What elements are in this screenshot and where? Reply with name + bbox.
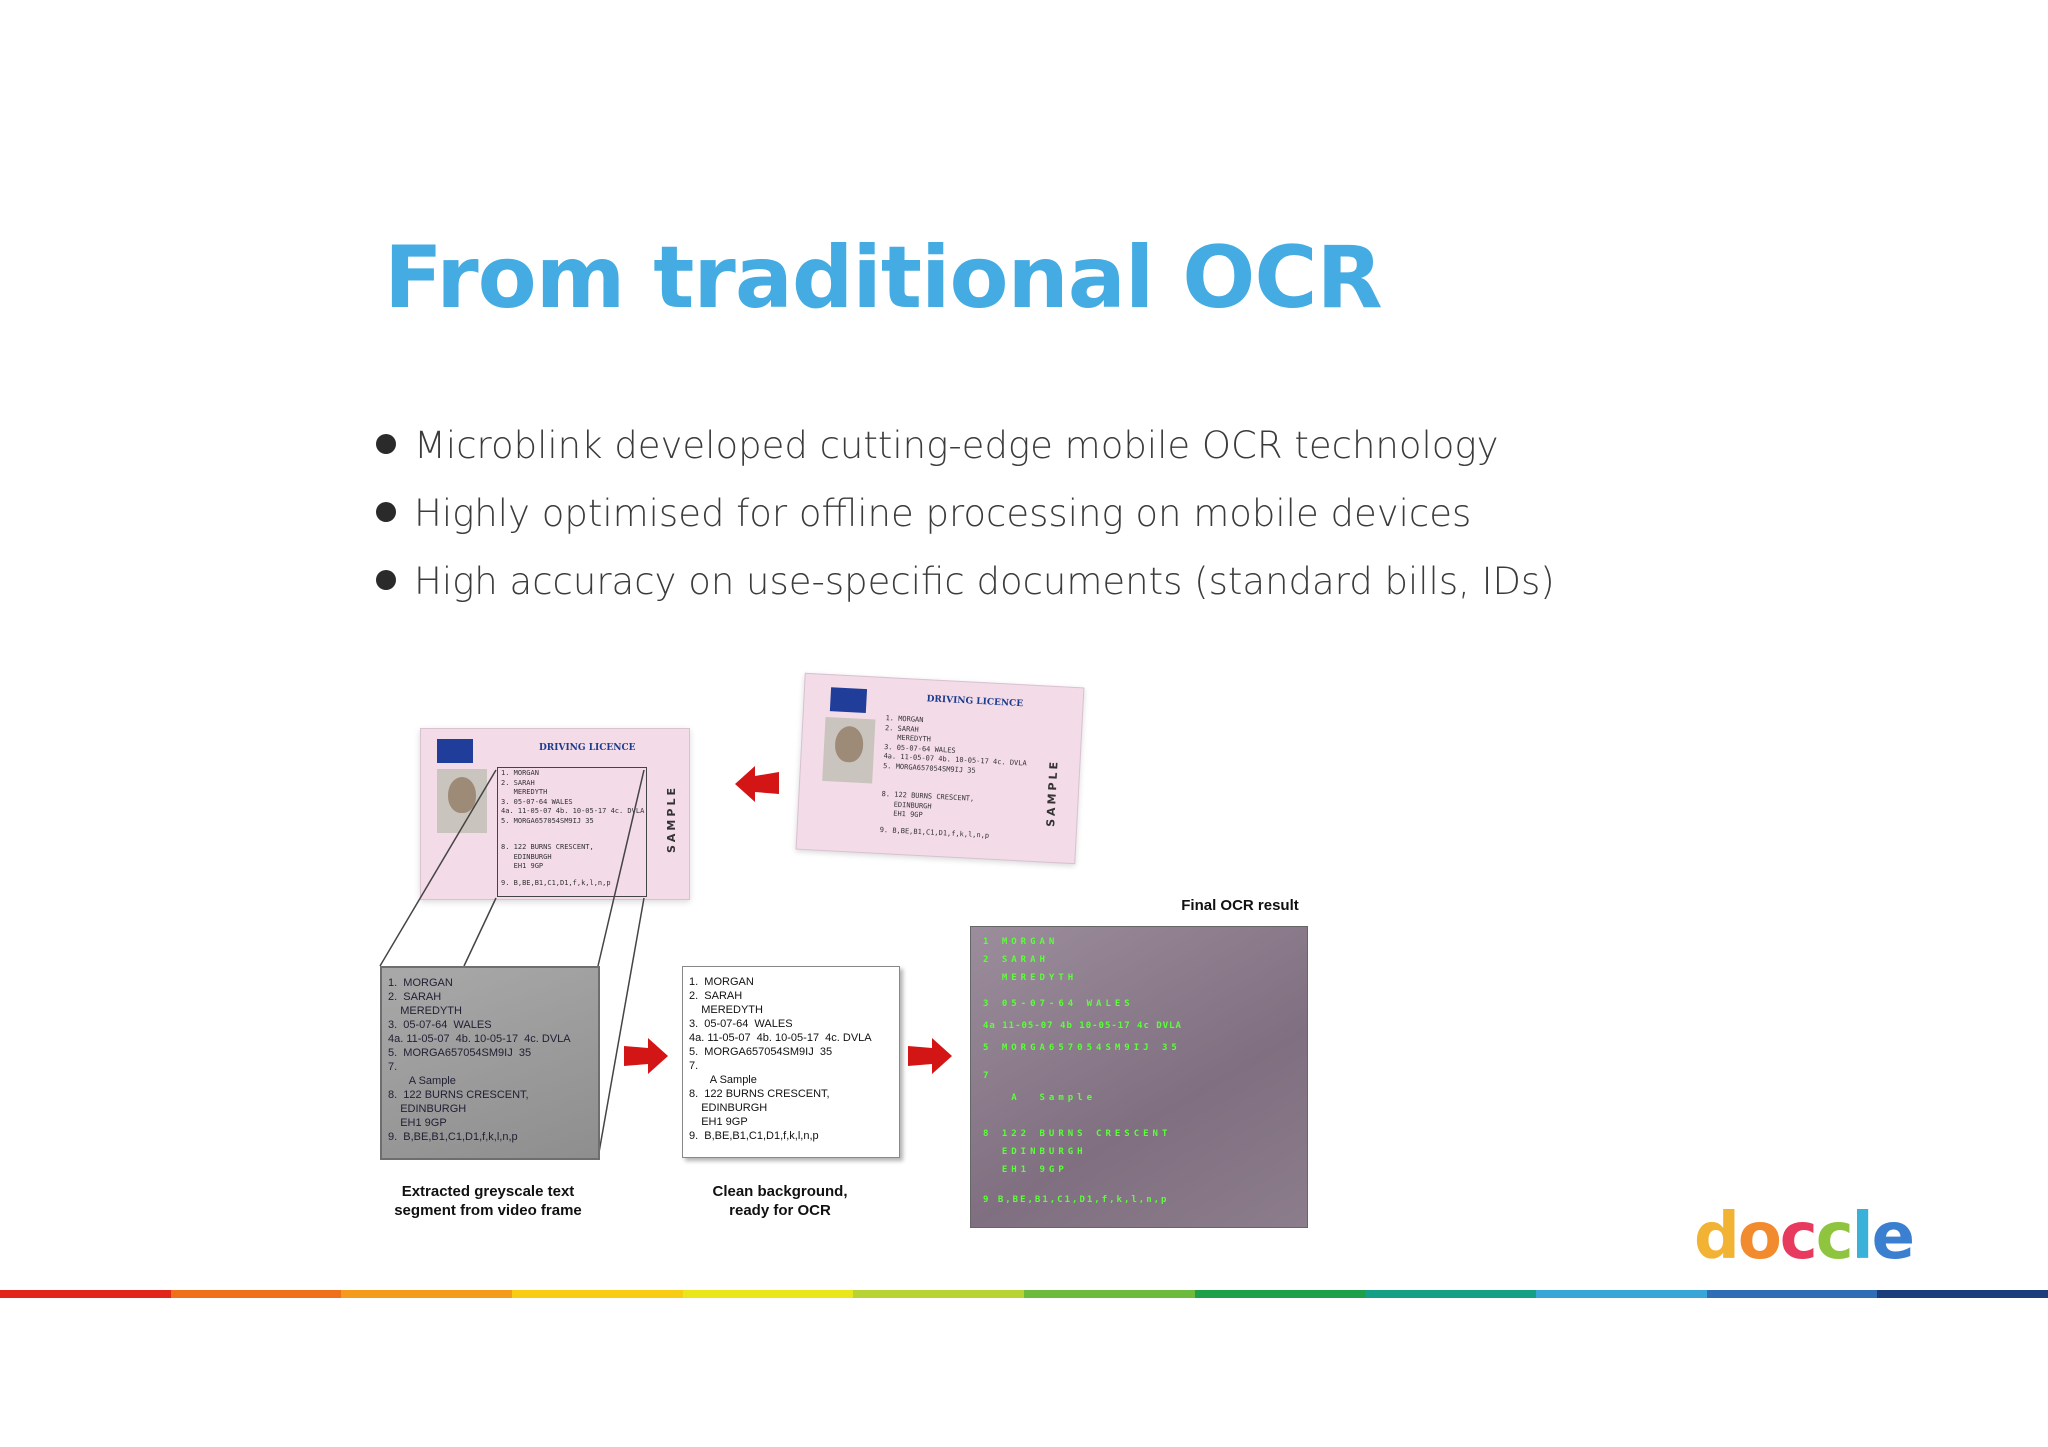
footer-color-bar <box>0 1290 2048 1298</box>
bullet-item: Microblink developed cutting-edge mobile… <box>376 420 1555 488</box>
ocr-row: 1 MORGAN <box>983 937 1058 947</box>
slide-title: From traditional OCR <box>384 228 1382 328</box>
logo-letter: o <box>1738 1200 1780 1274</box>
logo-letter: d <box>1694 1200 1738 1274</box>
logo-letter: e <box>1872 1200 1913 1274</box>
footer-bar-segment <box>853 1290 1024 1298</box>
footer-bar-segment <box>171 1290 342 1298</box>
segment-text: 1. MORGAN 2. SARAH MEREDYTH 3. 05-07-64 … <box>689 975 872 1143</box>
card-categories: 9. B,BE,B1,C1,D1,f,k,l,n,p <box>879 826 989 841</box>
ocr-row: A Sample <box>983 1093 1096 1103</box>
ocr-row: 3 05-07-64 WALES <box>983 999 1134 1009</box>
ocr-row: MEREDYTH <box>983 973 1077 983</box>
footer-bar-segment <box>1707 1290 1878 1298</box>
ocr-row: EDINBURGH <box>983 1147 1087 1157</box>
face-icon <box>834 726 864 763</box>
footer-bar-segment <box>1024 1290 1195 1298</box>
card-title: DRIVING LICENCE <box>539 743 636 753</box>
caption-final-ocr: Final OCR result <box>1150 896 1330 915</box>
footer-bar-segment <box>341 1290 512 1298</box>
ocr-row: 7 <box>983 1071 992 1081</box>
ocr-row: 5 MORGA657054SM9IJ 35 <box>983 1043 1181 1053</box>
bullet-text: Microblink developed cutting-edge mobile… <box>414 424 1499 467</box>
footer-bar-segment <box>0 1290 171 1298</box>
ocr-row: 8 122 BURNS CRESCENT <box>983 1129 1171 1139</box>
card-title: DRIVING LICENCE <box>926 694 1023 709</box>
arrow-right-icon <box>908 1036 952 1076</box>
bullet-dot-icon <box>376 502 396 522</box>
arrow-right-icon <box>624 1036 668 1076</box>
ocr-row: EH1 9GP <box>983 1165 1068 1175</box>
bullet-item: Highly optimised for offline processing … <box>376 488 1555 556</box>
footer-bar-segment <box>1195 1290 1366 1298</box>
caption-clean: Clean background, ready for OCR <box>680 1182 880 1220</box>
logo-letter: c <box>1816 1200 1852 1274</box>
eu-flag-icon <box>830 687 867 713</box>
ocr-row: 2 SARAH <box>983 955 1049 965</box>
logo-letter: c <box>1780 1200 1816 1274</box>
card-fields: 1. MORGAN 2. SARAH MEREDYTH 3. 05-07-64 … <box>883 714 1029 778</box>
footer-bar-segment <box>683 1290 854 1298</box>
greyscale-segment: 1. MORGAN 2. SARAH MEREDYTH 3. 05-07-64 … <box>380 966 600 1160</box>
bullet-dot-icon <box>376 570 396 590</box>
clean-segment: 1. MORGAN 2. SARAH MEREDYTH 3. 05-07-64 … <box>682 966 900 1158</box>
footer-bar-segment <box>1536 1290 1707 1298</box>
sample-watermark: SAMPLE <box>1044 759 1061 828</box>
ocr-result-image: 1 MORGAN 2 SARAH MEREDYTH 3 05-07-64 WAL… <box>970 926 1308 1228</box>
bullet-dot-icon <box>376 434 396 454</box>
bullet-text: High accuracy on use-specific documents … <box>414 560 1555 603</box>
footer-bar-segment <box>1877 1290 2048 1298</box>
sample-watermark: SAMPLE <box>665 785 678 853</box>
ocr-row: 4a 11-05-07 4b 10-05-17 4c DVLA <box>983 1021 1182 1031</box>
bullet-item: High accuracy on use-specific documents … <box>376 556 1555 624</box>
ocr-row: 9 B,BE,B1,C1,D1,f,k,l,n,p <box>983 1195 1168 1205</box>
caption-greyscale: Extracted greyscale text segment from vi… <box>368 1182 608 1220</box>
footer-bar-segment <box>1365 1290 1536 1298</box>
logo-letter: l <box>1852 1200 1872 1274</box>
licence-photo <box>822 717 875 784</box>
bullet-list: Microblink developed cutting-edge mobile… <box>376 420 1555 624</box>
arrow-left-icon <box>735 764 781 804</box>
licence-card-tilted: DRIVING LICENCE 1. MORGAN 2. SARAH MERED… <box>796 673 1085 864</box>
bullet-text: Highly optimised for offline processing … <box>414 492 1471 535</box>
segment-text: 1. MORGAN 2. SARAH MEREDYTH 3. 05-07-64 … <box>388 976 571 1144</box>
card-address: 8. 122 BURNS CRESCENT, EDINBURGH EH1 9GP <box>880 790 974 823</box>
doccle-logo: doccle <box>1694 1200 1913 1274</box>
footer-bar-segment <box>512 1290 683 1298</box>
